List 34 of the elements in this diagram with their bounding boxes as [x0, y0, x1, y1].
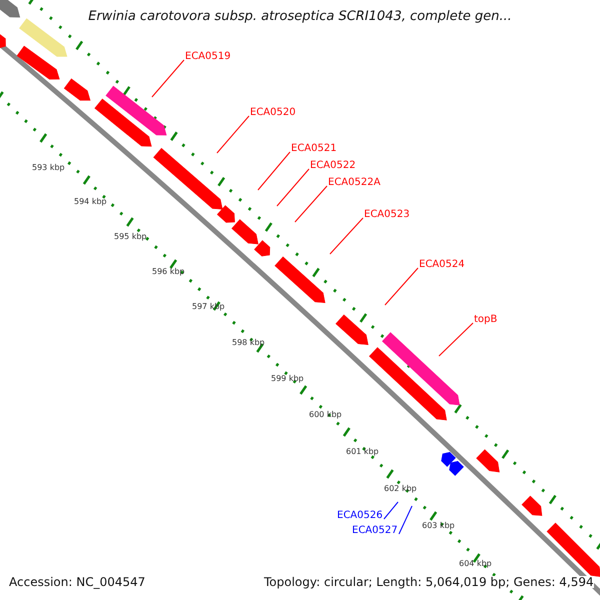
scale-label: 599 kbp: [271, 375, 304, 383]
leader-line: [384, 502, 398, 520]
gene-label: ECA0522A: [328, 178, 380, 188]
leader-line: [294, 186, 328, 222]
leader-line: [258, 152, 290, 190]
scale-label: 596 kbp: [152, 268, 185, 276]
leader-line: [152, 60, 184, 98]
leader-line: [438, 322, 474, 356]
leader-line: [398, 506, 412, 534]
scale-label: 595 kbp: [114, 233, 147, 241]
scale-label: 603 kbp: [422, 522, 455, 530]
summary-text: Topology: circular; Length: 5,064,019 bp; Genes: 4,594: [264, 576, 594, 588]
leader-line: [276, 168, 310, 206]
leader-line: [216, 116, 250, 154]
gene-label: ECA0523: [364, 210, 410, 220]
leader-line: [330, 218, 364, 254]
accession-text: Accession: NC_004547: [9, 576, 146, 588]
leader-line: [384, 268, 418, 306]
gene-label: ECA0524: [419, 260, 465, 270]
gene-label: ECA0521: [291, 144, 337, 154]
gene-label: ECA0526: [337, 511, 383, 521]
gene-label: topB: [474, 315, 498, 325]
gene-label: ECA0522: [310, 161, 356, 171]
scale-label: 601 kbp: [346, 448, 379, 456]
title: Erwinia carotovora subsp. atroseptica SCRI1043, complete gen...: [87, 10, 513, 23]
scale-label: 602 kbp: [384, 485, 417, 493]
gene-label: ECA0520: [250, 108, 296, 118]
scale-label: 600 kbp: [309, 411, 342, 419]
scale-label: 593 kbp: [32, 164, 65, 172]
scale-label: 604 kbp: [459, 560, 492, 568]
gene-label: ECA0527: [352, 526, 398, 536]
scale-label: 598 kbp: [232, 339, 265, 347]
scale-label: 594 kbp: [74, 198, 107, 206]
gene-label: ECA0519: [185, 52, 231, 62]
